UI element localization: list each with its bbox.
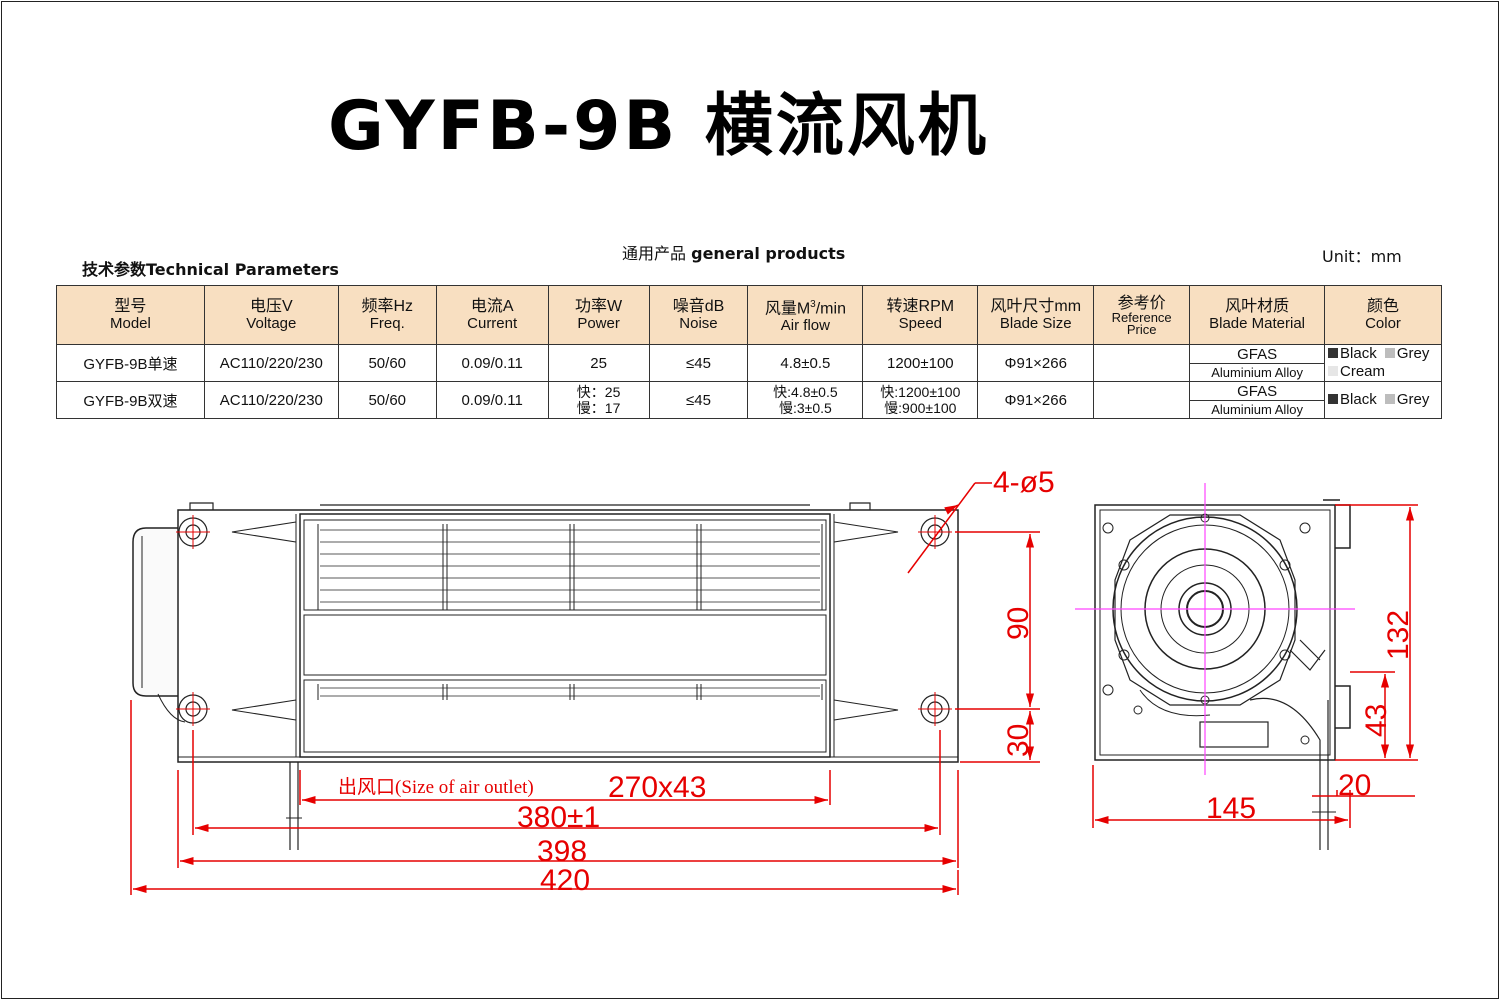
cell-freq: 50/60: [337, 381, 437, 419]
page-title: GYFB-9B 横流风机: [328, 87, 989, 166]
cell-color: Black Grey Cream: [1324, 344, 1442, 382]
grey-swatch: [1384, 348, 1395, 358]
dim-90: 90: [1002, 607, 1035, 640]
dim-30: 30: [1002, 724, 1035, 757]
table-row: GYFB-9B双速 AC110/220/230 50/60 0.09/0.11 …: [56, 381, 1442, 419]
dim-398: 398: [537, 835, 587, 868]
cell-model: GYFB-9B双速: [56, 381, 205, 419]
dim-20: 20: [1338, 769, 1371, 802]
general-products-label: 通用产品 general products: [622, 244, 846, 263]
dim-145: 145: [1206, 792, 1256, 825]
cell-voltage: AC110/220/230: [203, 381, 339, 419]
cell-current: 0.09/0.11: [435, 381, 549, 419]
unit-label: Unit：mm: [1322, 247, 1402, 266]
side-dimensions: [1092, 504, 1418, 828]
black-swatch: [1328, 348, 1339, 358]
cell-voltage: AC110/220/230: [203, 344, 339, 382]
dim-420: 420: [540, 864, 590, 897]
cell-price: [1093, 381, 1191, 419]
dim-380: 380±1: [517, 801, 600, 834]
cell-noise: ≤45: [648, 344, 749, 382]
cell-noise: ≤45: [648, 381, 749, 419]
front-view: [132, 502, 959, 850]
cell-power: 25: [547, 344, 650, 382]
holes-label: 4-ø5: [993, 466, 1055, 499]
tech-params-label: 技术参数Technical Parameters: [82, 260, 339, 279]
cream-swatch: [1328, 366, 1339, 376]
cell-airflow: 4.8±0.5: [747, 344, 864, 382]
black-swatch: [1328, 394, 1339, 404]
outlet-label: 出风口(Size of air outlet): [338, 776, 534, 798]
grey-swatch: [1384, 394, 1395, 404]
cell-freq: 50/60: [337, 344, 437, 382]
dim-43: 43: [1360, 704, 1393, 737]
cell-color: Black Grey: [1324, 381, 1442, 419]
dim-132: 132: [1382, 610, 1415, 660]
outlet-size: 270x43: [608, 771, 706, 804]
front-dimensions: [130, 482, 1040, 895]
center-lines: [1075, 483, 1355, 775]
dimension-texts: 4-ø5 出风口(Size of air outlet) 270x43 380±…: [338, 466, 1415, 897]
